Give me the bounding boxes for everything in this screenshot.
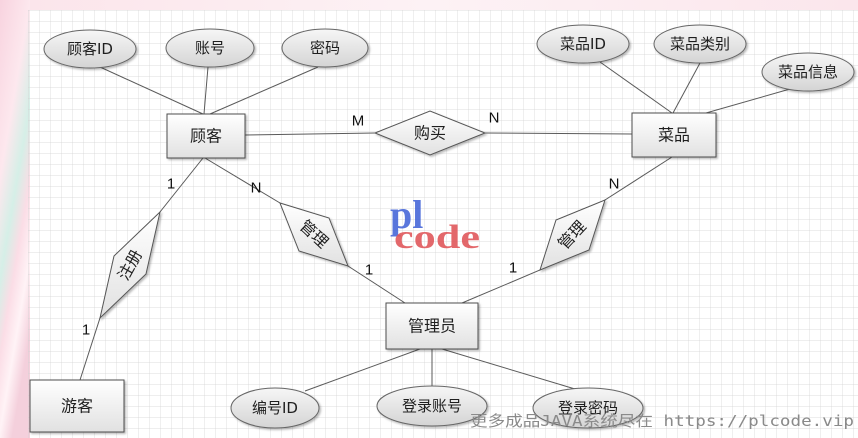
attribute-dish-category: 菜品类别 [653,24,747,64]
attribute-label: 顾客ID [67,40,113,58]
attribute-customer-id: 顾客ID [43,29,137,69]
relationship-register: 注册 [99,210,161,320]
line-purchase-dish [484,132,633,135]
attribute-label: 登录密码 [558,399,618,417]
attribute-admin-number-id: 编号ID [230,387,320,429]
watermark: pl code 更多成品JAVA系统尽在 https://plcode.vip [390,192,854,430]
cardinality-purchase-dish: N [489,110,500,127]
line-customer-account [203,66,209,115]
cardinality-manage-customer-side: N [251,180,262,197]
attribute-label: 账号 [195,39,225,57]
entities: 顾客 菜品 管理员 游客 [29,112,717,433]
attribute-label: 菜品类别 [670,35,730,53]
line-admin-number-id [304,348,421,392]
relationship-manage-dish: 管理 [539,199,606,271]
cardinality-register-guest: 1 [82,322,90,339]
attribute-customer-password: 密码 [281,28,369,68]
entity-admin: 管理员 [385,302,479,350]
attribute-label: 菜品ID [560,35,606,53]
watermark-footer-text: 更多成品JAVA系统尽在 https://plcode.vip [470,412,854,430]
entity-label: 顾客 [190,127,222,146]
entity-customer: 顾客 [166,113,246,159]
entity-dish: 菜品 [631,112,717,158]
attribute-dish-info: 菜品信息 [761,52,855,92]
cardinality-purchase-customer: M [352,113,365,130]
cardinality-manage-dish-admin-side: 1 [509,260,517,277]
relationships: 购买 管理 管理 注册 [99,110,606,320]
grid-background [28,10,858,438]
attribute-customer-account: 账号 [165,28,255,68]
attribute-label: 菜品信息 [778,63,838,81]
cardinality-labels: M N 1 N 1 1 N 1 [82,110,620,339]
attribute-admin-login-account: 登录账号 [376,385,488,427]
attribute-label: 编号ID [252,399,298,417]
line-admin-login-password [441,348,576,390]
cardinality-manage-dish-side: N [609,176,620,193]
watermark-logo: pl code [390,192,480,256]
logo-text-top: pl [390,192,423,237]
line-customer-password [209,66,319,115]
cardinality-manage-customer-admin-side: 1 [365,262,373,279]
connector-lines [79,61,791,392]
line-dish-info [705,88,791,114]
line-customer-purchase [244,132,376,136]
cardinality-register-customer: 1 [167,176,175,193]
relationship-label: 购买 [414,124,446,143]
line-customer-id [99,66,204,115]
entity-label: 菜品 [658,126,690,145]
entity-label: 游客 [61,397,93,416]
attribute-dish-id: 菜品ID [536,24,630,64]
entity-guest: 游客 [29,379,125,433]
line-dish-id [599,61,673,114]
attribute-label: 登录账号 [402,397,462,415]
attributes: 顾客ID 账号 密码 菜品ID 菜品类别 菜品信息 编号ID 登录账号 [43,24,855,429]
logo-text-bottom: code [394,219,480,256]
relationship-manage-customer: 管理 [279,202,349,267]
attribute-admin-login-password: 登录密码 [532,387,644,429]
attribute-label: 密码 [310,39,340,57]
line-dish-category [672,62,701,114]
entity-label: 管理员 [408,317,456,336]
relationship-purchase: 购买 [373,110,487,156]
